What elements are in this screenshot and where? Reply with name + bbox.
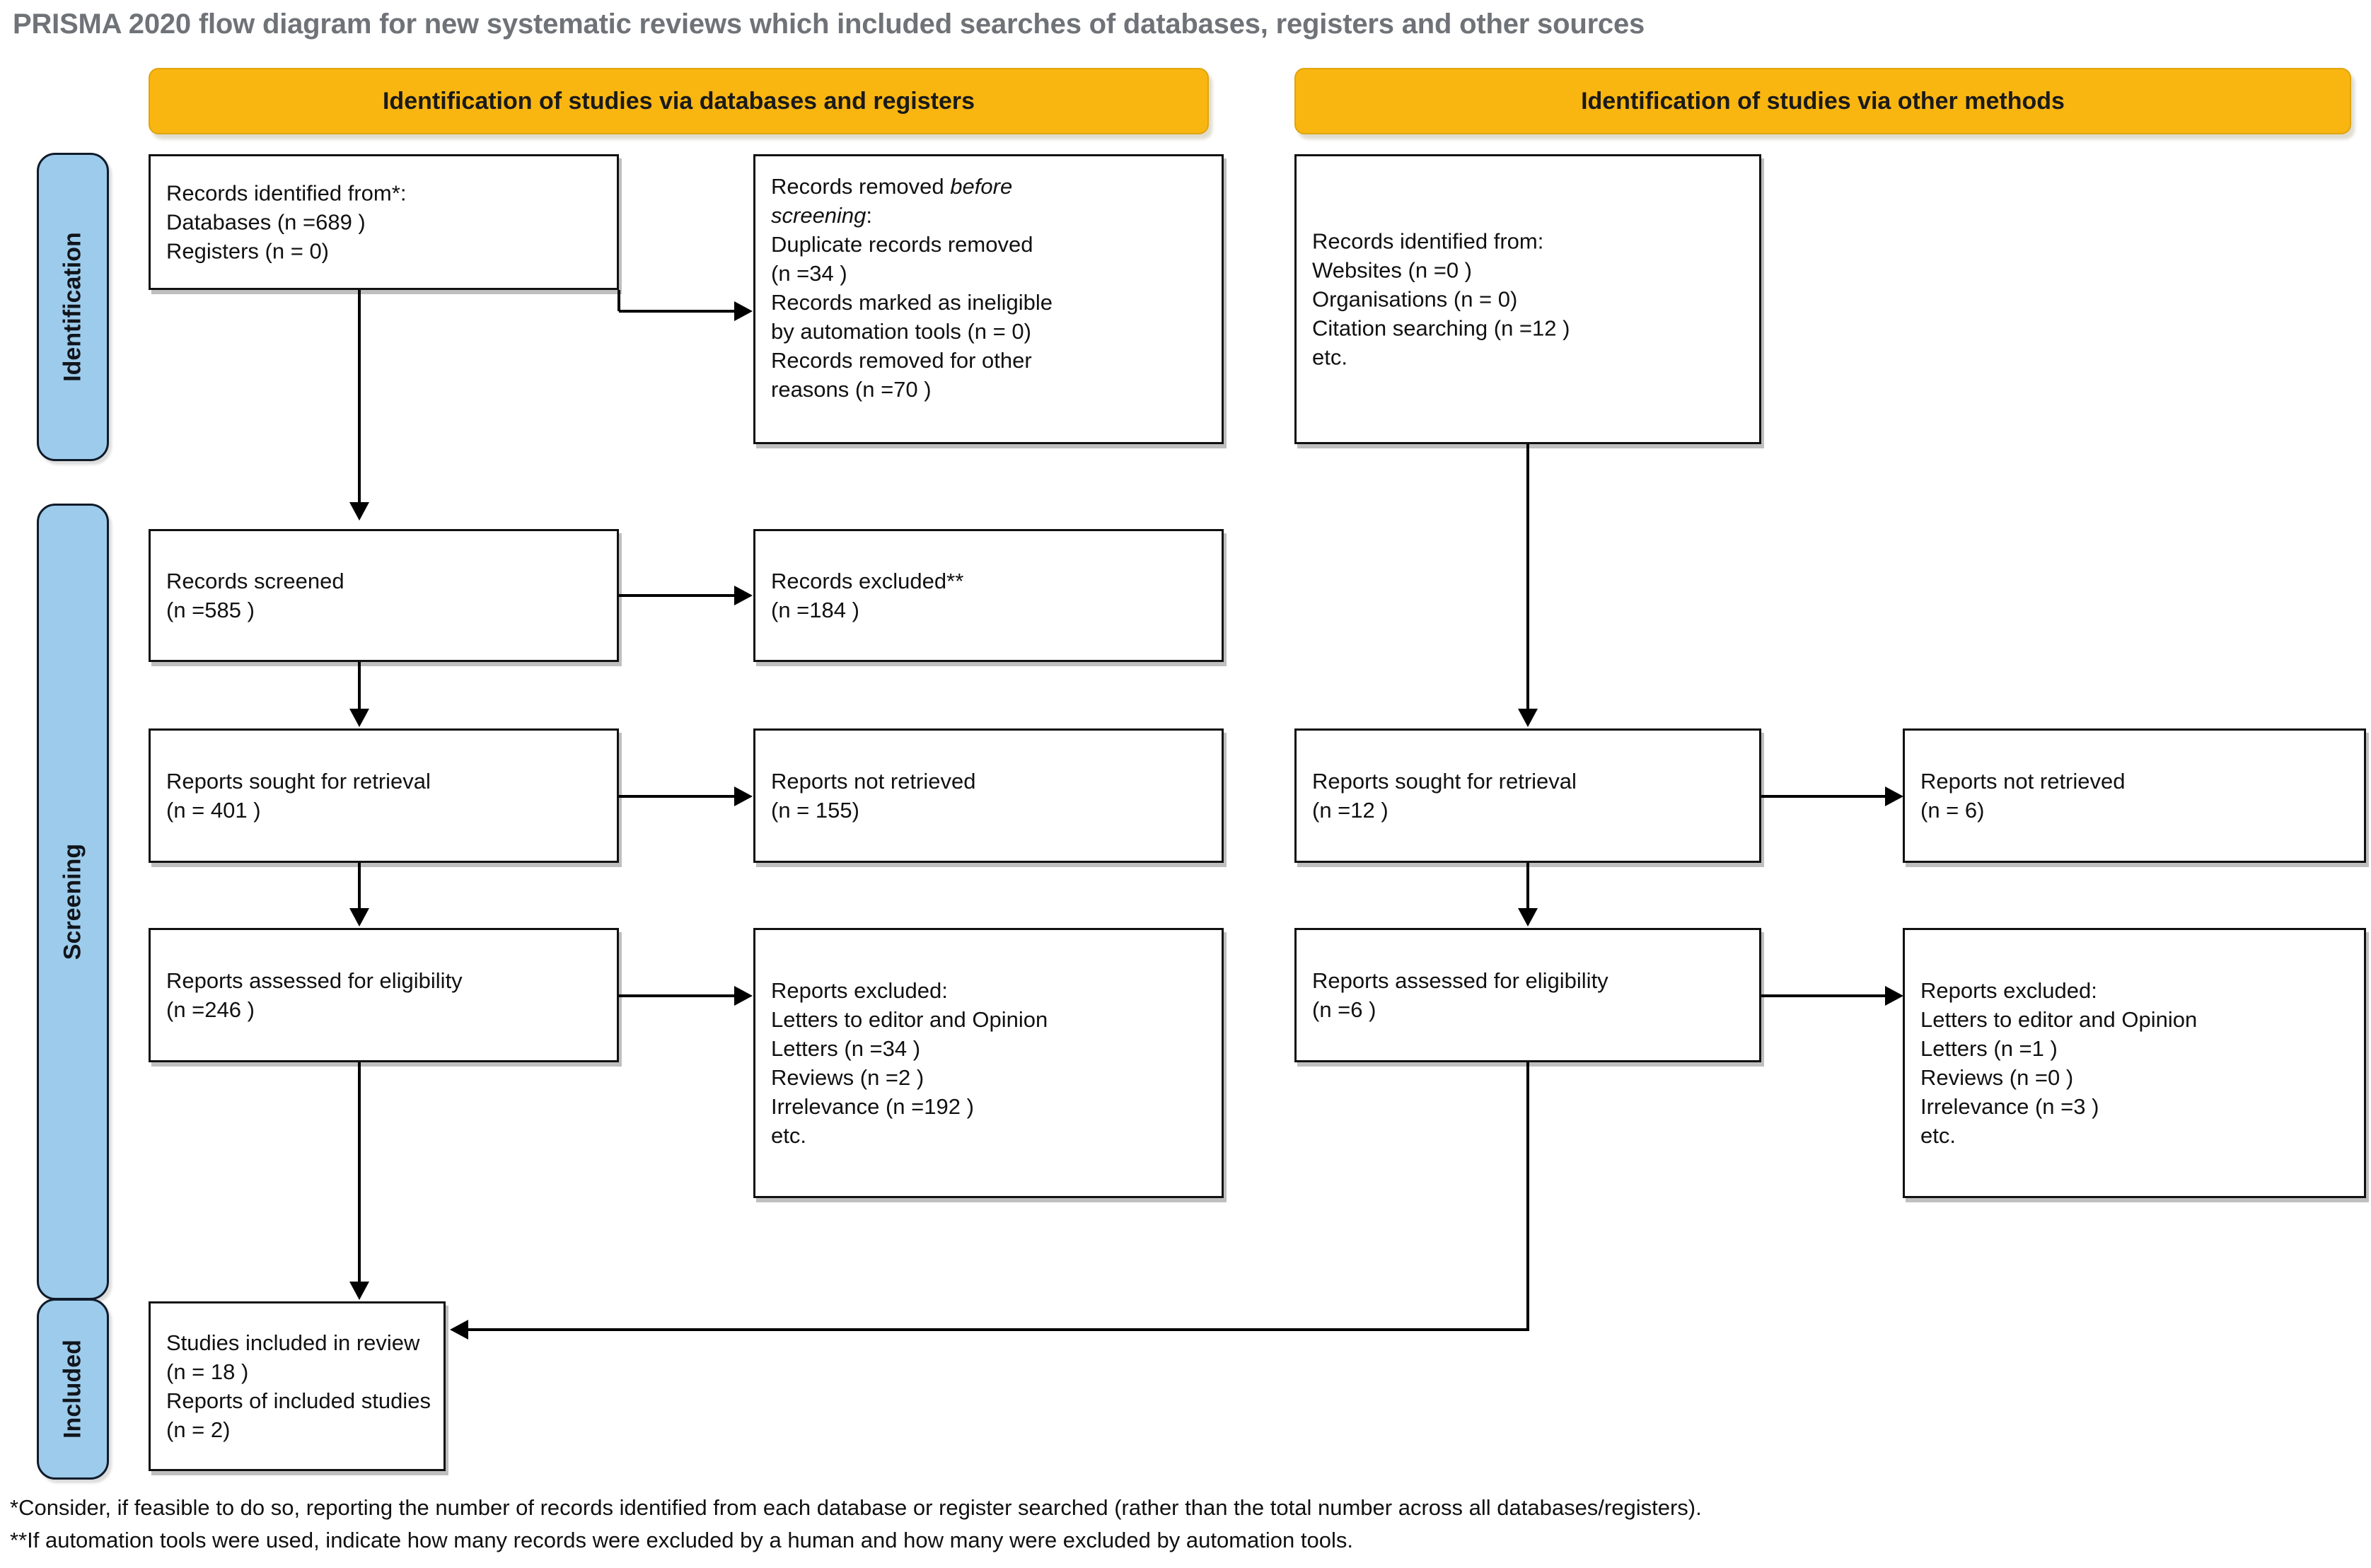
box-reports-assessed-for-eligibility-other-text: Reports assessed for eligibility (n =6 ) [1312, 968, 1608, 1022]
arrow-sought-to-notretrieved [734, 786, 753, 806]
box-studies-included-in-review-text: Studies included in review (n = 18 ) Rep… [166, 1330, 431, 1442]
box-records-screened: Records screened (n =585 ) [149, 529, 619, 662]
arrow-other-assessed-to-included [450, 1320, 468, 1340]
box-reports-excluded-other: Reports excluded: Letters to editor and … [1903, 928, 2366, 1198]
arrow-assessed-to-repexcluded [734, 986, 753, 1006]
box-reports-assessed-for-eligibility: Reports assessed for eligibility (n =246… [149, 928, 619, 1062]
box-records-excluded-text: Records excluded** (n =184 ) [771, 569, 964, 622]
phase-label-identification: Identification [37, 153, 109, 461]
box-records-removed-before-screening-text: Records removed before screening: Duplic… [771, 172, 1212, 404]
connector-other-sought-to-notretrieved [1761, 795, 1885, 798]
box-reports-sought-for-retrieval-other-text: Reports sought for retrieval (n =12 ) [1312, 769, 1577, 823]
box-reports-excluded-text: Reports excluded: Letters to editor and … [771, 978, 1048, 1148]
removed-head: Records removed [771, 174, 951, 199]
connector-assessed-to-repexcluded [619, 994, 734, 997]
connector-identified-to-removed [619, 310, 734, 313]
phase-label-screening: Screening [37, 504, 109, 1300]
connector-other-assessed-elbow-vertical [1526, 1062, 1529, 1330]
footnote-asterisk: *Consider, if feasible to do so, reporti… [10, 1495, 1702, 1520]
box-reports-sought-for-retrieval: Reports sought for retrieval (n = 401 ) [149, 728, 619, 863]
arrow-screened-to-sought [349, 709, 369, 727]
phase-label-included-text: Included [59, 1340, 86, 1439]
box-reports-excluded-other-text: Reports excluded: Letters to editor and … [1920, 978, 2198, 1148]
phase-label-identification-text: Identification [59, 232, 86, 382]
box-reports-sought-for-retrieval-text: Reports sought for retrieval (n = 401 ) [166, 769, 431, 823]
box-reports-not-retrieved-other-text: Reports not retrieved (n = 6) [1920, 769, 2126, 823]
arrow-other-sought-to-notretrieved [1885, 786, 1903, 806]
arrow-identified-to-removed [734, 301, 753, 321]
phase-label-screening-text: Screening [59, 843, 86, 960]
connector-screened-to-sought [358, 662, 361, 709]
connector-other-identified-to-sought [1526, 444, 1529, 709]
removed-italic-before: before [950, 174, 1013, 199]
footnote-double-asterisk: **If automation tools were used, indicat… [10, 1528, 1353, 1552]
arrow-identified-to-screened [349, 502, 369, 521]
box-reports-not-retrieved-text: Reports not retrieved (n = 155) [771, 769, 976, 823]
arrow-other-sought-to-assessed [1518, 908, 1538, 927]
arrow-assessed-to-included [349, 1282, 369, 1300]
arrow-sought-to-assessed [349, 908, 369, 927]
column-header-other-methods: Identification of studies via other meth… [1294, 68, 2351, 134]
connector-other-assessed-to-repexcluded [1761, 994, 1885, 997]
box-reports-assessed-for-eligibility-text: Reports assessed for eligibility (n =246… [166, 968, 463, 1022]
box-reports-excluded: Reports excluded: Letters to editor and … [753, 928, 1224, 1198]
box-reports-assessed-for-eligibility-other: Reports assessed for eligibility (n =6 ) [1294, 928, 1761, 1062]
connector-other-sought-to-assessed [1526, 863, 1529, 908]
arrow-other-assessed-to-repexcluded [1885, 986, 1903, 1006]
box-records-identified-other-methods: Records identified from: Websites (n =0 … [1294, 154, 1761, 444]
connector-identified-to-screened [358, 290, 361, 502]
removed-body: : Duplicate records removed (n =34 ) Rec… [771, 203, 1053, 402]
removed-italic-screening: screening [771, 203, 866, 228]
connector-sought-to-assessed [358, 863, 361, 908]
connector-identified-down-stub [618, 290, 620, 311]
box-records-excluded: Records excluded** (n =184 ) [753, 529, 1224, 662]
page-title: PRISMA 2020 flow diagram for new systema… [13, 8, 1645, 40]
connector-screened-to-excluded [619, 594, 734, 597]
box-studies-included-in-review: Studies included in review (n = 18 ) Rep… [149, 1301, 446, 1471]
box-records-screened-text: Records screened (n =585 ) [166, 569, 344, 622]
box-reports-not-retrieved: Reports not retrieved (n = 155) [753, 728, 1224, 863]
arrow-other-identified-to-sought [1518, 709, 1538, 727]
box-records-removed-before-screening: Records removed before screening: Duplic… [753, 154, 1224, 444]
arrow-screened-to-excluded [734, 586, 753, 605]
connector-sought-to-notretrieved [619, 795, 734, 798]
connector-assessed-to-included [358, 1062, 361, 1282]
box-records-identified-databases: Records identified from*: Databases (n =… [149, 154, 619, 290]
box-records-identified-other-methods-text: Records identified from: Websites (n =0 … [1312, 228, 1570, 370]
box-records-identified-databases-text: Records identified from*: Databases (n =… [166, 180, 407, 264]
connector-other-assessed-elbow-horizontal [468, 1328, 1529, 1331]
box-reports-not-retrieved-other: Reports not retrieved (n = 6) [1903, 728, 2366, 863]
box-reports-sought-for-retrieval-other: Reports sought for retrieval (n =12 ) [1294, 728, 1761, 863]
phase-label-included: Included [37, 1299, 109, 1480]
column-header-databases: Identification of studies via databases … [149, 68, 1209, 134]
